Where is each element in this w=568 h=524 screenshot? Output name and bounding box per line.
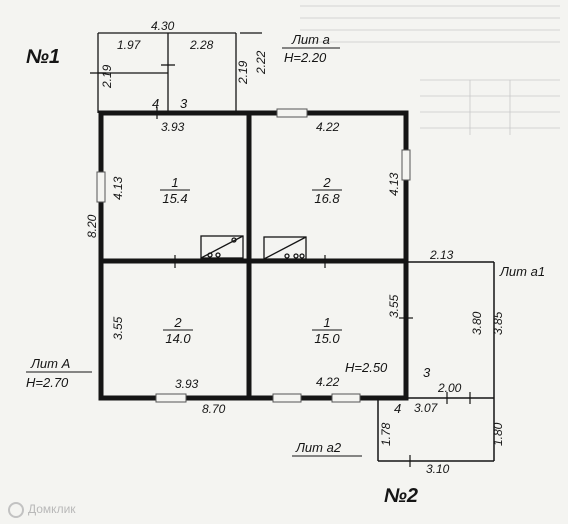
room-2-bottom-number: 2 bbox=[173, 315, 182, 330]
lit-a1-room-3: 3 bbox=[423, 365, 431, 380]
lit-a-outline bbox=[90, 32, 262, 113]
lit-a-title: Лит а bbox=[291, 32, 330, 47]
background-table-lines bbox=[300, 5, 560, 135]
watermark-text: Домклик bbox=[28, 502, 76, 517]
window-right-top bbox=[401, 149, 411, 181]
dim-4-30: 4.30 bbox=[151, 19, 175, 33]
watermark: Домклик bbox=[8, 502, 76, 518]
dim-2-28: 2.28 bbox=[189, 38, 214, 52]
dim-2-00: 2.00 bbox=[437, 381, 462, 395]
dim-4-13-right: 4.13 bbox=[387, 172, 401, 196]
room-2-top-area: 16.8 bbox=[314, 191, 340, 206]
room-1-bottom-area: 15.0 bbox=[314, 331, 340, 346]
room-1-top-area: 15.4 bbox=[162, 191, 187, 206]
dim-3-93-top: 3.93 bbox=[161, 120, 185, 134]
dim-8-20: 8.20 bbox=[85, 214, 99, 238]
windows bbox=[96, 108, 411, 403]
mark-no1: №1 bbox=[26, 46, 60, 68]
window-bottom-right bbox=[331, 393, 361, 403]
dim-4-22-top: 4.22 bbox=[316, 120, 340, 134]
window-top-right bbox=[276, 108, 308, 118]
dim-1-97: 1.97 bbox=[117, 38, 142, 52]
door-marks bbox=[156, 107, 471, 467]
dim-2-22: 2.22 bbox=[254, 50, 268, 75]
dim-2-19-right: 2.19 bbox=[236, 60, 250, 85]
dim-3-55-right: 3.55 bbox=[387, 294, 401, 318]
lit-a-height: H=2.20 bbox=[284, 50, 327, 65]
lit-a2-title: Лит а2 bbox=[295, 440, 342, 455]
mark-no2: №2 bbox=[384, 485, 418, 507]
dim-3-07: 3.07 bbox=[414, 401, 439, 415]
lit-a2-room-4: 4 bbox=[394, 401, 401, 416]
veranda-room-3: 3 bbox=[180, 96, 188, 111]
room-1-bottom-number: 1 bbox=[323, 315, 330, 330]
dim-2-19-left: 2.19 bbox=[100, 64, 114, 89]
veranda-room-4: 4 bbox=[152, 96, 159, 111]
lit-A-height: H=2.70 bbox=[26, 375, 69, 390]
lit-a1-outline bbox=[406, 261, 495, 399]
room-2-bottom-area: 14.0 bbox=[165, 331, 191, 346]
window-bottom-mid bbox=[272, 393, 302, 403]
dim-3-93-bottom: 3.93 bbox=[175, 377, 199, 391]
stoves bbox=[200, 235, 307, 260]
dim-3-80: 3.80 bbox=[470, 311, 484, 335]
dim-1-80: 1.80 bbox=[491, 422, 505, 446]
dim-3-85: 3.85 bbox=[491, 311, 505, 335]
room-1-top-number: 1 bbox=[171, 175, 178, 190]
dim-1-78: 1.78 bbox=[379, 422, 393, 446]
dim-3-10: 3.10 bbox=[426, 462, 450, 476]
domclick-logo-icon bbox=[8, 502, 24, 518]
lit-a2-outline bbox=[377, 398, 495, 462]
lit-a1-title: Лит а1 bbox=[499, 264, 545, 279]
dim-8-70: 8.70 bbox=[202, 402, 226, 416]
window-left-top bbox=[96, 171, 106, 203]
room-height: H=2.50 bbox=[345, 360, 388, 375]
dim-4-13-left: 4.13 bbox=[111, 176, 125, 200]
dim-2-13: 2.13 bbox=[429, 248, 454, 262]
lit-A-title: Лит А bbox=[30, 356, 70, 371]
room-2-top-number: 2 bbox=[322, 175, 331, 190]
window-bottom-left bbox=[155, 393, 187, 403]
dim-3-55-left: 3.55 bbox=[111, 316, 125, 340]
stove-right bbox=[263, 236, 307, 260]
main-house-walls bbox=[98, 110, 409, 401]
dim-4-22-bottom: 4.22 bbox=[316, 375, 340, 389]
stove-left bbox=[200, 235, 244, 259]
